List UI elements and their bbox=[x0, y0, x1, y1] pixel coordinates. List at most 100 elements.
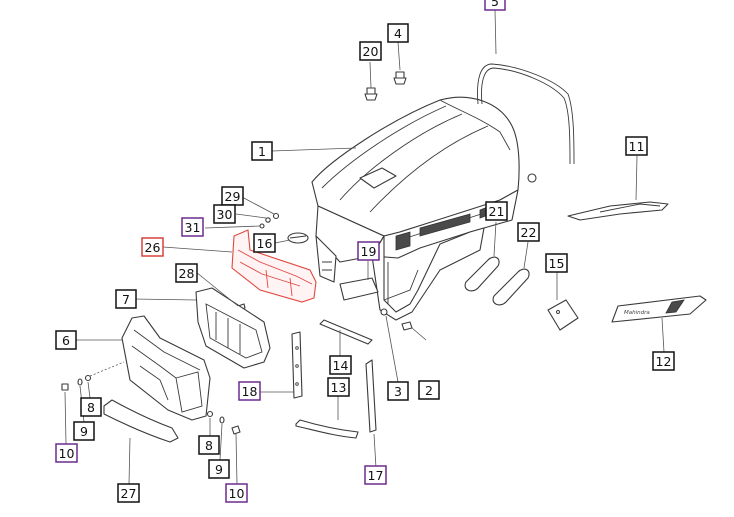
callout-number: 10 bbox=[229, 486, 245, 501]
callout-box bbox=[652, 351, 675, 371]
callout-number: 5 bbox=[491, 0, 499, 9]
callout-c19[interactable]: 19 bbox=[357, 241, 380, 261]
callout-number: 19 bbox=[361, 244, 377, 259]
label-plate[interactable] bbox=[547, 299, 579, 331]
callout-number: 28 bbox=[179, 266, 195, 281]
callout-c2[interactable]: 2 bbox=[418, 380, 440, 400]
callout-box bbox=[359, 41, 382, 61]
callout-c29[interactable]: 29 bbox=[221, 186, 244, 206]
callout-c1[interactable]: 1 bbox=[251, 141, 273, 161]
callout-number: 13 bbox=[331, 380, 347, 395]
mahindra-decal[interactable]: Mahindra bbox=[611, 295, 707, 323]
callout-c20[interactable]: 20 bbox=[359, 41, 382, 61]
callout-number: 1 bbox=[258, 144, 266, 159]
front-grille[interactable] bbox=[195, 287, 271, 369]
callout-c4[interactable]: 4 bbox=[387, 23, 409, 43]
callout-box bbox=[253, 233, 276, 253]
bolt-2[interactable] bbox=[401, 321, 413, 331]
washer-29[interactable] bbox=[272, 212, 280, 220]
nut-8-right[interactable] bbox=[206, 410, 214, 418]
callout-c15[interactable]: 15 bbox=[545, 253, 568, 273]
bolt-10-left[interactable] bbox=[61, 383, 69, 391]
callout-c11[interactable]: 11 bbox=[625, 136, 648, 156]
callout-c10a[interactable]: 10 bbox=[55, 443, 78, 463]
side-trim-stripe[interactable] bbox=[567, 201, 669, 221]
callout-box bbox=[327, 377, 350, 397]
screw-31[interactable] bbox=[259, 223, 265, 229]
callout-c10b[interactable]: 10 bbox=[225, 483, 248, 503]
callout-c14[interactable]: 14 bbox=[329, 355, 352, 375]
callout-number: 15 bbox=[549, 256, 565, 271]
callout-c8b[interactable]: 8 bbox=[198, 435, 220, 455]
callout-c28[interactable]: 28 bbox=[175, 263, 198, 283]
callout-box bbox=[117, 483, 140, 503]
callout-c31[interactable]: 31 bbox=[181, 217, 204, 237]
rubber-stopper-4[interactable] bbox=[393, 71, 407, 85]
callout-c8a[interactable]: 8 bbox=[80, 397, 102, 417]
callout-number: 14 bbox=[333, 358, 349, 373]
callout-number: 26 bbox=[145, 240, 161, 255]
callout-c21[interactable]: 21 bbox=[485, 201, 508, 221]
callout-number: 10 bbox=[59, 446, 75, 461]
callout-c5[interactable]: 5 bbox=[484, 0, 506, 11]
callout-box bbox=[115, 289, 137, 309]
callout-c27[interactable]: 27 bbox=[117, 483, 140, 503]
seal-strip-17[interactable] bbox=[365, 359, 377, 433]
callout-box bbox=[329, 355, 352, 375]
callout-box bbox=[55, 330, 77, 350]
callout-c13[interactable]: 13 bbox=[327, 377, 350, 397]
seal-strip-13[interactable] bbox=[295, 419, 359, 439]
hood-seal-strip[interactable] bbox=[477, 63, 575, 165]
front-frame[interactable] bbox=[121, 315, 211, 421]
decal-brand-text: Mahindra bbox=[624, 310, 650, 316]
callout-c18[interactable]: 18 bbox=[238, 381, 261, 401]
callout-box bbox=[198, 435, 220, 455]
callout-c30[interactable]: 30 bbox=[213, 204, 236, 224]
callout-c3[interactable]: 3 bbox=[387, 381, 409, 401]
callout-number: 11 bbox=[629, 139, 645, 154]
rubber-pad-21[interactable] bbox=[464, 256, 500, 292]
callout-c22[interactable]: 22 bbox=[517, 222, 540, 242]
callout-number: 8 bbox=[87, 400, 95, 415]
callout-number: 18 bbox=[242, 384, 258, 399]
side-bracket-18[interactable] bbox=[291, 331, 303, 399]
callout-box bbox=[213, 204, 236, 224]
callout-box bbox=[387, 381, 409, 401]
callout-box bbox=[175, 263, 198, 283]
rubber-stopper-20[interactable] bbox=[364, 87, 378, 101]
foam-block[interactable] bbox=[339, 277, 379, 301]
bumper-strip[interactable] bbox=[103, 399, 179, 443]
callout-box bbox=[625, 136, 648, 156]
callout-c17[interactable]: 17 bbox=[364, 465, 387, 485]
callout-c12[interactable]: 12 bbox=[652, 351, 675, 371]
rubber-pad-22[interactable] bbox=[492, 268, 530, 306]
hood[interactable] bbox=[311, 96, 537, 321]
callout-c9a[interactable]: 9 bbox=[73, 421, 95, 441]
callout-number: 20 bbox=[363, 44, 379, 59]
callout-box bbox=[485, 201, 508, 221]
callout-number: 16 bbox=[257, 236, 273, 251]
callout-c7[interactable]: 7 bbox=[115, 289, 137, 309]
callout-box bbox=[55, 443, 78, 463]
nut-3[interactable] bbox=[380, 308, 388, 316]
callout-box bbox=[517, 222, 540, 242]
headlight-assembly[interactable] bbox=[231, 229, 317, 303]
washer-9-left[interactable] bbox=[77, 378, 83, 386]
washer-30[interactable] bbox=[265, 217, 271, 223]
callout-box bbox=[80, 397, 102, 417]
callout-box bbox=[208, 459, 230, 479]
callout-box bbox=[545, 253, 568, 273]
bolt-10-right[interactable] bbox=[231, 425, 241, 435]
washer-9-right[interactable] bbox=[219, 416, 225, 424]
seal-strip-14[interactable] bbox=[319, 319, 373, 345]
callout-box bbox=[387, 23, 409, 43]
callout-c6[interactable]: 6 bbox=[55, 330, 77, 350]
callout-c26[interactable]: 26 bbox=[141, 237, 164, 257]
callout-number: 9 bbox=[80, 424, 88, 439]
callout-c16[interactable]: 16 bbox=[253, 233, 276, 253]
callout-box bbox=[251, 141, 273, 161]
callout-c9b[interactable]: 9 bbox=[208, 459, 230, 479]
nut-8-left[interactable] bbox=[84, 374, 92, 382]
front-badge[interactable] bbox=[287, 232, 309, 244]
